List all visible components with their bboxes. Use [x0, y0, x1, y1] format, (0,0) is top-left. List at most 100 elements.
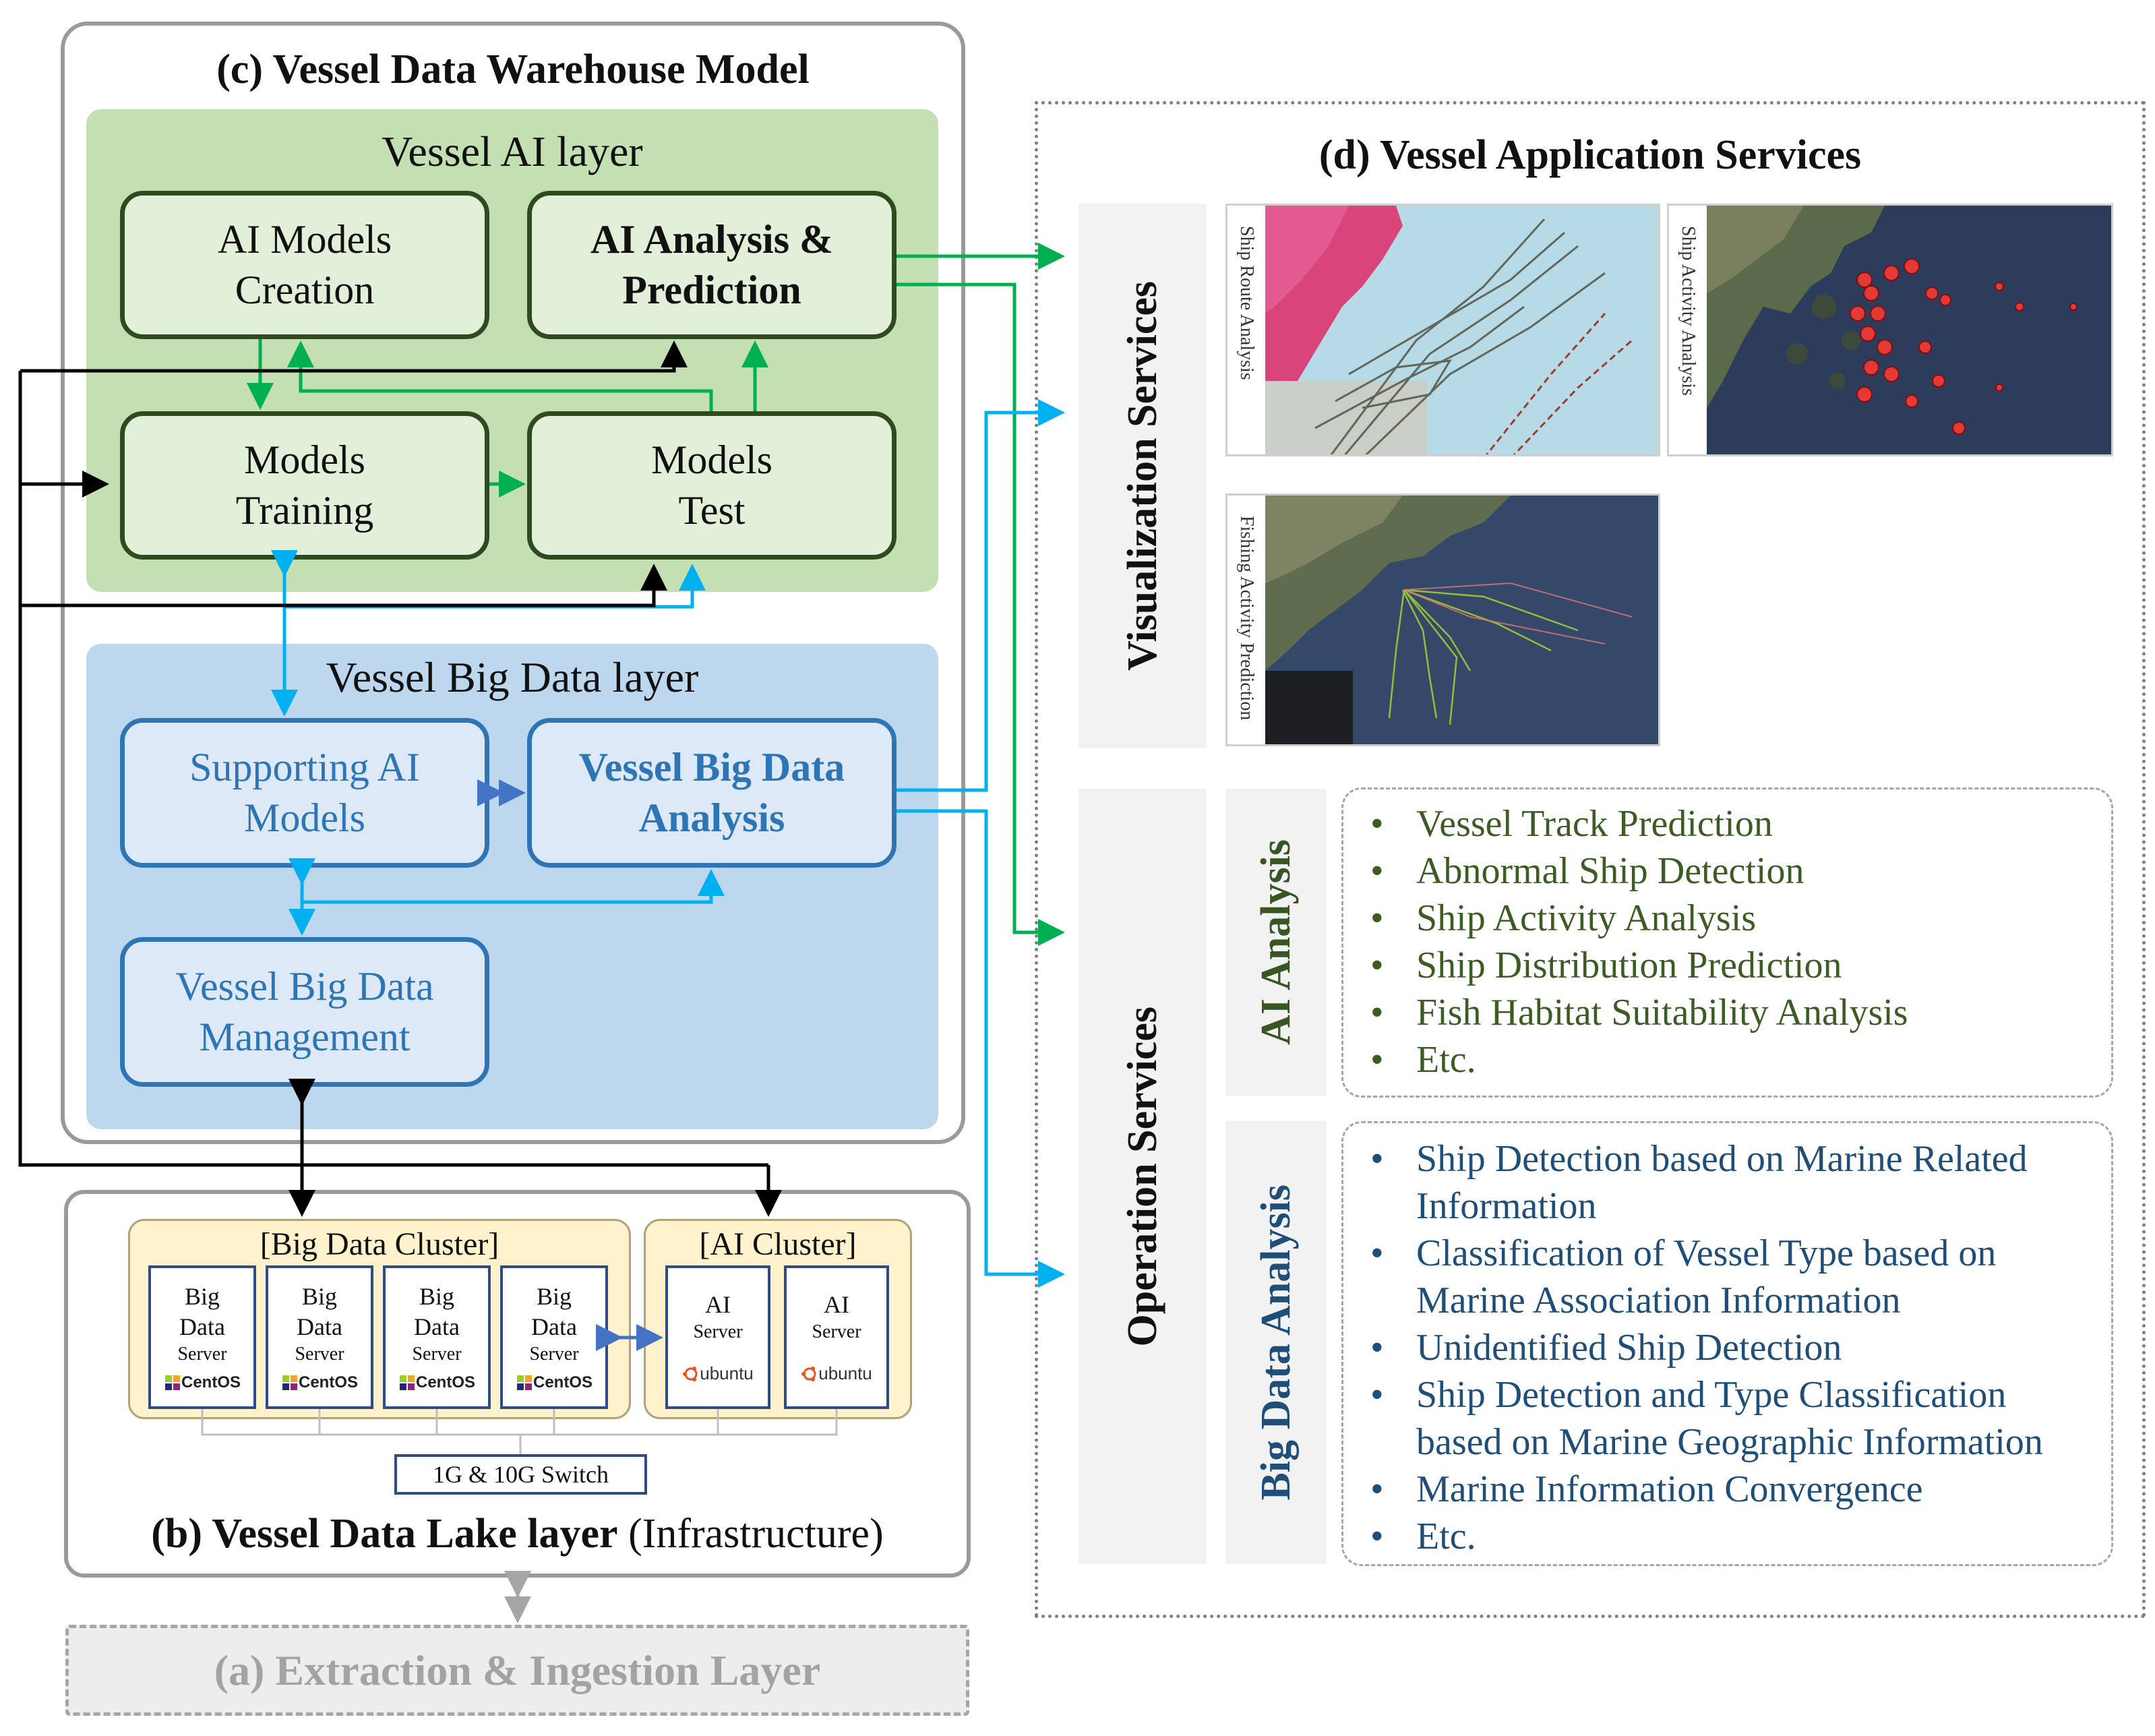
ai-server: AI Server ubuntu — [665, 1265, 770, 1409]
big-data-analysis-label: Big Data Analysis — [1252, 1185, 1299, 1501]
analysis-line1: Vessel Big Data — [578, 745, 845, 789]
server-line1: AI — [824, 1291, 849, 1319]
training-line2: Training — [235, 488, 374, 533]
server-line1: AI — [705, 1291, 731, 1319]
models-test-box[interactable]: Models Test — [527, 411, 897, 560]
bullet-icon: • — [1370, 992, 1384, 1034]
ubuntu-logo: ubuntu — [801, 1363, 872, 1385]
server-line3: Server — [529, 1344, 579, 1365]
centos-logo: CentOS — [164, 1373, 241, 1393]
prediction-line1: AI Analysis & — [590, 217, 834, 262]
test-line2: Test — [678, 488, 746, 533]
bullet-icon: • — [1370, 1232, 1384, 1274]
network-switch: 1G & 10G Switch — [394, 1454, 647, 1495]
ai-analysis-item-text: Ship Activity Analysis — [1416, 897, 1757, 939]
activity-screenshot-label: Ship Activity Analysis — [1678, 226, 1699, 396]
training-line1: Models — [244, 438, 365, 482]
ai-analysis-item: • Ship Distribution Prediction — [1343, 942, 2111, 989]
vessel-big-data-management-box[interactable]: Vessel Big Data Management — [120, 937, 489, 1087]
server-line1: Big — [419, 1283, 454, 1310]
server-line1: Big — [301, 1283, 337, 1310]
big-data-analysis-item-line: based on Marine Geographic Information — [1416, 1421, 2043, 1463]
server-line2: Data — [179, 1313, 225, 1340]
ai-analysis-item: • Fish Habitat Suitability Analysis — [1343, 989, 2111, 1036]
server-line2: Server — [812, 1321, 861, 1343]
ai-analysis-item: •Vessel Track Prediction — [1343, 800, 2111, 847]
big-data-server: Big Data Server CentOS — [383, 1265, 491, 1409]
ai-analysis-item-text: Etc. — [1416, 1039, 1476, 1081]
route-screenshot-label: Ship Route Analysis — [1236, 226, 1257, 380]
ai-analysis-list-panel: •Vessel Track Prediction•Abnormal Ship D… — [1341, 787, 2113, 1098]
big-data-analysis-item: • Etc. — [1343, 1513, 2111, 1560]
server-line2: Data — [297, 1313, 342, 1340]
big-data-analysis-item-line: Information — [1416, 1185, 1597, 1227]
big-data-layer-title: Vessel Big Data layer — [326, 653, 699, 701]
server-line1: Big — [184, 1283, 220, 1310]
ai-analysis-item-text: Fish Habitat Suitability Analysis — [1416, 992, 1908, 1034]
ubuntu-icon — [801, 1366, 816, 1381]
bullet-icon: • — [1370, 803, 1384, 845]
ai-analysis-prediction-box[interactable]: AI Analysis & Prediction — [527, 191, 897, 339]
server-line3: Server — [177, 1344, 227, 1365]
centos-label: CentOS — [298, 1373, 358, 1391]
route-map-image — [1227, 206, 1658, 454]
fishing-screenshot-label: Fishing Activity Prediction — [1236, 516, 1257, 721]
ai-analysis-item-text: Ship Distribution Prediction — [1416, 945, 1842, 986]
visualization-services-label: Visualization Services — [1119, 280, 1165, 671]
ai-analysis-item: • Abnormal Ship Detection — [1343, 847, 2111, 895]
server-line3: Server — [412, 1344, 462, 1365]
ubuntu-label: ubuntu — [700, 1363, 754, 1384]
data-lake-title: (b) Vessel Data Lake layer (Infrastructu… — [64, 1503, 971, 1564]
bullet-icon: • — [1370, 897, 1384, 939]
bullet-icon: • — [1370, 945, 1384, 986]
data-lake-title-bold: (b) Vessel Data Lake layer — [151, 1510, 618, 1557]
centos-logo: CentOS — [398, 1373, 475, 1393]
services-title: (d) Vessel Application Services — [1318, 131, 1862, 178]
big-data-cluster-label: [Big Data Cluster] — [260, 1226, 499, 1262]
ai-models-creation-box[interactable]: AI Models Creation — [120, 191, 489, 339]
centos-logo: CentOS — [516, 1373, 593, 1393]
supporting-ai-models-box[interactable]: Supporting AI Models — [120, 718, 489, 868]
bullet-icon: • — [1370, 1374, 1384, 1416]
bullet-icon: • — [1370, 1327, 1384, 1369]
warehouse-title: (c) Vessel Data Warehouse Model — [216, 46, 810, 92]
fishing-map-image — [1227, 496, 1658, 744]
big-data-analysis-item-line: Ship Detection and Type Classification — [1416, 1374, 2007, 1416]
big-data-server: Big Data Server CentOS — [500, 1265, 608, 1409]
ubuntu-logo: ubuntu — [682, 1363, 754, 1385]
bullet-icon: • — [1370, 1039, 1384, 1081]
ubuntu-label: ubuntu — [818, 1363, 872, 1384]
analysis-line2: Analysis — [638, 796, 785, 840]
big-data-analysis-item: •Marine Information Convergence — [1343, 1466, 2111, 1513]
big-data-analysis-panel: Big Data Analysis — [1225, 1121, 1327, 1564]
big-data-analysis-item-line: Etc. — [1416, 1516, 1476, 1557]
server-line3: Server — [295, 1344, 344, 1365]
ai-server: AI Server ubuntu — [784, 1265, 889, 1409]
ai-analysis-item: • Etc. — [1343, 1036, 2111, 1083]
ship-route-analysis-screenshot: Ship Route Analysis — [1225, 204, 1660, 456]
vessel-big-data-analysis-box[interactable]: Vessel Big Data Analysis — [527, 718, 897, 868]
big-data-analysis-item-line: Unidentified Ship Detection — [1416, 1327, 1842, 1369]
models-training-box[interactable]: Models Training — [120, 411, 489, 560]
data-lake-title-suffix: (Infrastructure) — [628, 1510, 884, 1557]
ai-analysis-label: AI Analysis — [1252, 839, 1299, 1045]
centos-icon — [516, 1375, 532, 1390]
server-line2: Server — [693, 1321, 743, 1343]
centos-label: CentOS — [533, 1373, 593, 1391]
big-data-server: Big Data Server CentOS — [266, 1265, 373, 1409]
centos-logo: CentOS — [281, 1373, 358, 1393]
ai-analysis-list: •Vessel Track Prediction•Abnormal Ship D… — [1343, 800, 2111, 1083]
bullet-icon: • — [1370, 850, 1384, 892]
server-line2: Data — [414, 1313, 460, 1340]
big-data-analysis-item: • Ship Detection and Type Classification b… — [1343, 1371, 2111, 1466]
management-line1: Vessel Big Data — [175, 964, 434, 1009]
management-line2: Management — [199, 1015, 411, 1059]
big-data-analysis-item-line: Ship Detection based on Marine Related — [1416, 1138, 2028, 1180]
bullet-icon: • — [1370, 1138, 1384, 1180]
ai-analysis-item-text: Abnormal Ship Detection — [1416, 850, 1804, 892]
bullet-icon: • — [1370, 1516, 1384, 1557]
operation-services-panel: Operation Services — [1079, 789, 1207, 1564]
